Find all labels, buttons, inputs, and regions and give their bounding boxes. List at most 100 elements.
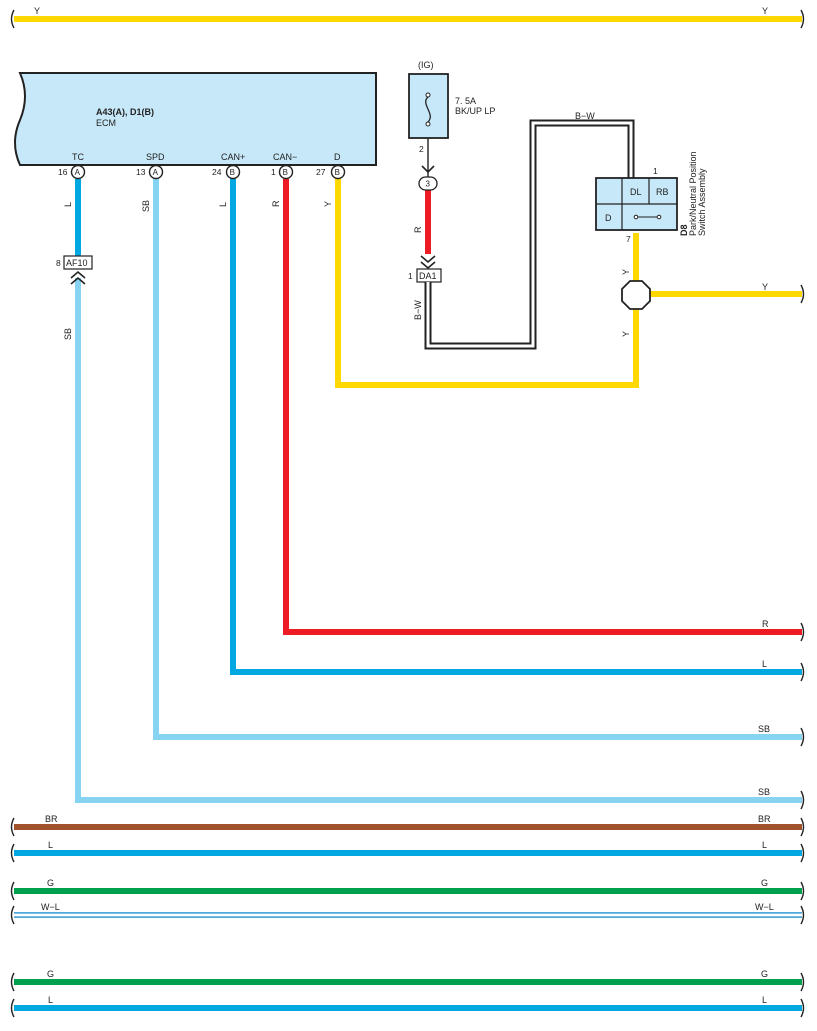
can-plus-wire <box>230 179 802 675</box>
bus-l-1-label-left: L <box>48 840 53 850</box>
bw-wire-inner <box>426 121 633 348</box>
pin-can-minus-number: 1 <box>271 167 276 177</box>
af10-chevron-icon <box>70 270 86 285</box>
bus-br: BR BR <box>10 814 805 837</box>
l-right-label: L <box>762 659 767 669</box>
fuse-out-wire-label: R <box>413 226 423 233</box>
switch-cell-dl: DL <box>630 187 642 197</box>
switch-wire-right-label: Y <box>762 282 768 292</box>
fuse-circuit-label: (IG) <box>418 60 434 70</box>
connector-letter-spd: A <box>153 168 159 177</box>
bus-l-2: L L <box>10 995 805 1018</box>
da1-label: DA1 <box>419 271 437 281</box>
break-mark-sb2 <box>800 790 805 810</box>
connector-circle-spd <box>148 164 164 180</box>
pin-d: 27 B <box>316 164 346 180</box>
switch-id: D8 <box>679 224 689 236</box>
fuse-rating: 7. 5A <box>455 96 476 106</box>
bus-g-1-label-left: G <box>47 878 54 888</box>
bus-br-break-right <box>800 817 805 837</box>
break-mark-y-switch <box>800 284 805 304</box>
can-minus-wire-label: R <box>271 200 281 207</box>
r-right-label: R <box>762 619 769 629</box>
connector-circle-tc <box>70 164 86 180</box>
can-minus-wire <box>283 179 802 635</box>
fuse-block: (IG) 7. 5A BK/UP LP 2 <box>408 60 495 178</box>
break-mark-sb1 <box>800 727 805 747</box>
af10-connector: AF10 8 <box>56 255 93 285</box>
break-mark-left <box>10 9 15 29</box>
pin-can-plus: 24 B <box>212 164 241 180</box>
fuse-icon <box>425 96 431 123</box>
bus-wl: W−L W−L <box>10 902 805 925</box>
connector-letter-can-plus: B <box>230 168 235 177</box>
da1-chevron-icon <box>420 255 436 270</box>
switch-pin-top: 1 <box>653 166 658 176</box>
sb-right-label-2: SB <box>758 787 770 797</box>
connector-letter-tc: A <box>75 168 81 177</box>
pin-spd: 13 A <box>136 164 164 180</box>
switch-name-line1: Park/Neutral Position <box>688 151 698 236</box>
da1-pin: 1 <box>408 271 413 281</box>
switch-wire-mid-label: Y <box>621 331 631 337</box>
af10-label: AF10 <box>66 258 88 268</box>
pin-d-number: 27 <box>316 167 326 177</box>
bus-l-2-label-left: L <box>48 995 53 1005</box>
tc-lower-wire-label: SB <box>63 328 73 340</box>
switch-contact-left <box>633 214 639 220</box>
bus-g-2: G G <box>10 969 805 992</box>
af10-box <box>63 255 93 270</box>
pin-can-plus-number: 24 <box>212 167 222 177</box>
switch-name-line2: Switch Assembly <box>697 168 707 236</box>
bus-br-label-right: BR <box>758 814 771 824</box>
connector-circle-can-plus <box>225 164 241 180</box>
ecm-terminal-can-minus: CAN− <box>273 152 297 162</box>
bus-g-2-break-left <box>10 972 15 992</box>
pin-can-minus: 1 B <box>271 164 294 180</box>
connector-letter-can-minus: B <box>283 168 288 177</box>
ecm-terminal-spd: SPD <box>146 152 165 162</box>
ecm-terminal-d: D <box>334 152 341 162</box>
break-mark-r <box>800 622 805 642</box>
fuse-name: BK/UP LP <box>455 106 495 116</box>
bus-g-2-break-right <box>800 972 805 992</box>
spd-wire <box>153 179 802 740</box>
bus-wl-label-right: W−L <box>755 902 774 912</box>
bus-l-1-break-right <box>800 843 805 863</box>
bus-br-label-left: BR <box>45 814 58 824</box>
splice: Y Y <box>621 280 802 337</box>
ecm-terminal-tc: TC <box>72 152 84 162</box>
fuse-pin-out: 2 <box>419 144 424 154</box>
joint-3-chevron-icon <box>421 165 435 174</box>
bus-g-1-break-right <box>800 881 805 901</box>
sb-right-label-1: SB <box>758 724 770 734</box>
break-mark-right <box>800 9 805 29</box>
pin-tc: 16 A <box>58 164 86 180</box>
bus-l-1: L L <box>10 840 805 863</box>
top-y-label-left: Y <box>34 6 40 16</box>
break-mark-l <box>800 662 805 682</box>
ecm-title: A43(A), D1(B) <box>96 107 154 117</box>
can-plus-wire-label: L <box>218 202 228 207</box>
ecm-subtitle: ECM <box>96 118 116 128</box>
bus-g-2-label-right: G <box>761 969 768 979</box>
bus-wl-break-right <box>800 905 805 925</box>
bus-wl-label-left: W−L <box>41 902 60 912</box>
ecm-box: A43(A), D1(B) ECM TC SPD CAN+ CAN− D <box>14 72 377 166</box>
fuse-terminal-top <box>425 92 431 98</box>
bus-l-2-break-left <box>10 998 15 1018</box>
pin-tc-number: 16 <box>58 167 68 177</box>
connector-circle-d <box>330 164 346 180</box>
joint-3: 3 R <box>413 165 438 270</box>
switch-wire-down-label: Y <box>621 269 631 275</box>
bus-g-1-label-right: G <box>761 878 768 888</box>
switch-cell-d: D <box>605 213 612 223</box>
bus-l-2-break-right <box>800 998 805 1018</box>
spd-wire-label: SB <box>141 200 151 212</box>
bw-top-label: B−W <box>575 111 595 121</box>
ecm-pins: 16 A 13 A 24 B 1 B 27 B <box>58 164 346 180</box>
bus-wl-break-left <box>10 905 15 925</box>
top-y-bus: Y Y <box>10 6 805 29</box>
joint-3-label: 3 <box>426 180 431 189</box>
